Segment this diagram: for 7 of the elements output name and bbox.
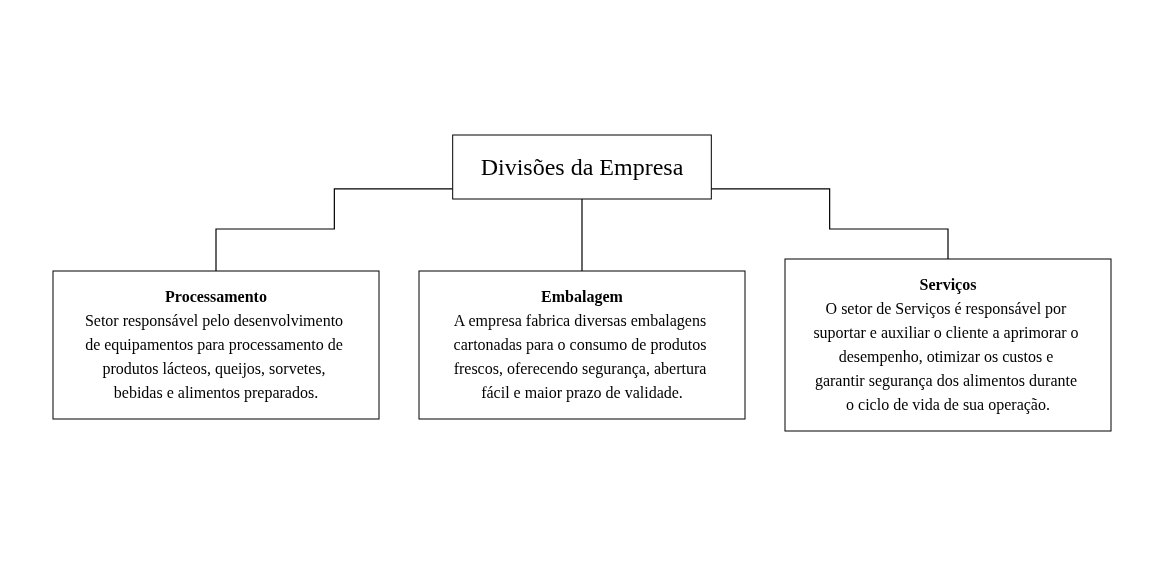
connector bbox=[581, 197, 583, 272]
node-box: Serviços O setor de Serviços é responsável por suportar e auxiliar o cliente a aprimorar o desempenho, otimizar os custos e garantir segurança dos alimentos durante o ciclo de vida de sua operação. bbox=[784, 258, 1112, 431]
node-box: Embalagem A empresa fabrica diversas embalagens cartonadas para o consumo de produtos frescos, oferecendo segurança, abertura fácil e maior prazo de validade. bbox=[418, 270, 746, 419]
node-box: Divisões da Empresa bbox=[452, 134, 712, 199]
connector bbox=[710, 187, 949, 260]
node-box: Processamento Setor responsável pelo desenvolvimento de equipamentos para processamento de produtos lácteos, queijos, sorvetes, bebidas e alimentos preparados. bbox=[52, 270, 380, 419]
connector bbox=[215, 187, 454, 272]
